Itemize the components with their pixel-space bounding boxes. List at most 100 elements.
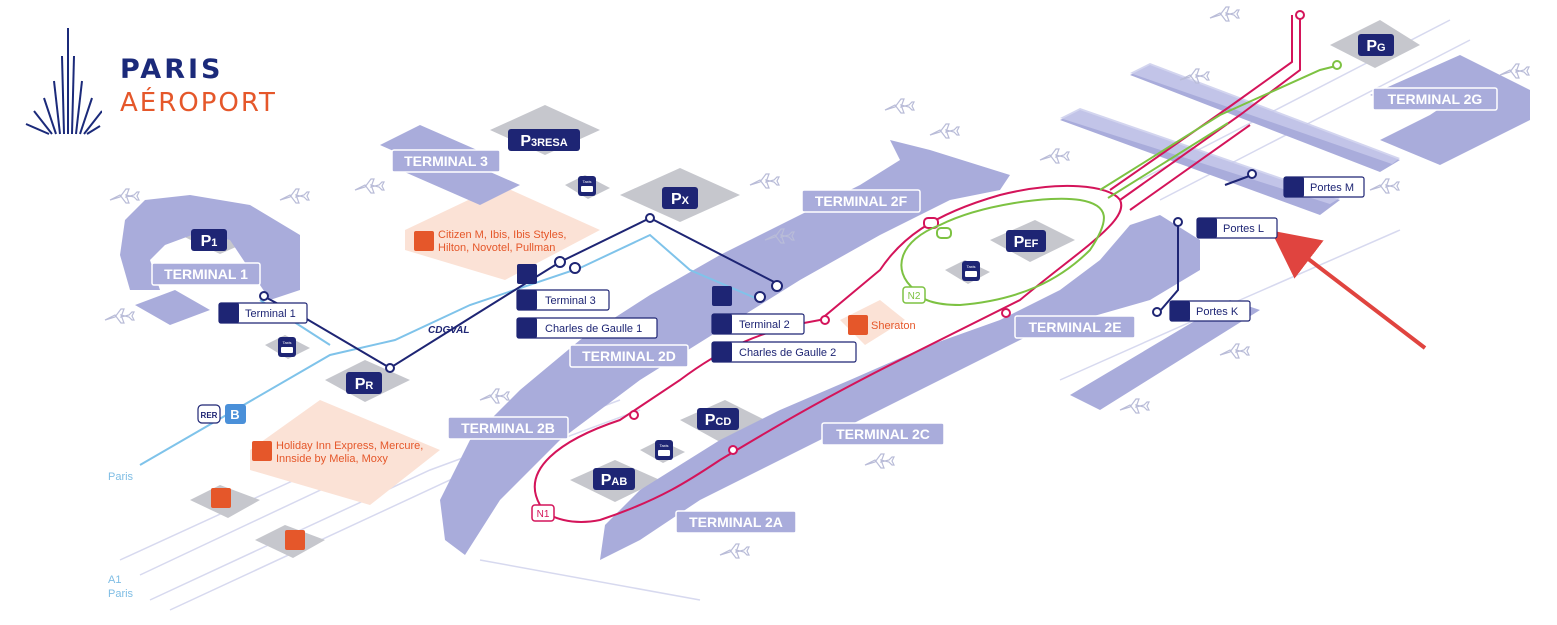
svg-text:PEF: PEF [1014, 234, 1039, 251]
svg-text:Taxis: Taxis [582, 179, 591, 184]
logo-paris-text: PARIS [120, 54, 224, 85]
terminal-label-1[interactable]: TERMINAL 1 [151, 262, 261, 286]
taxi-icons: Taxis Taxis Taxis Taxis [278, 176, 980, 460]
svg-text:PAB: PAB [601, 472, 628, 489]
svg-text:TERMINAL 2C: TERMINAL 2C [836, 426, 930, 442]
svg-text:TERMINAL 3: TERMINAL 3 [404, 153, 488, 169]
svg-text:Portes L: Portes L [1223, 223, 1264, 235]
hotels-t3-line1: Citizen M, Ibis, Ibis Styles, [438, 229, 566, 241]
station-charles-de-gaulle-1[interactable]: Charles de Gaulle 1 [516, 317, 658, 339]
bus-icon [712, 286, 732, 306]
svg-text:Charles de Gaulle 1: Charles de Gaulle 1 [545, 323, 642, 335]
n1-stops [629, 10, 1305, 455]
svg-text:Portes K: Portes K [1196, 306, 1239, 318]
terminal-labels: TERMINAL 1 TERMINAL 3 TERMINAL 2F TERMIN… [151, 87, 1498, 534]
n2-stops [936, 60, 1342, 239]
cdgval-label: CDGVAL [428, 325, 469, 336]
shuttle-stops [259, 169, 1257, 373]
station-terminal-2[interactable]: Terminal 2 [711, 313, 805, 335]
hotel-labels: Citizen M, Ibis, Ibis Styles, Hilton, No… [252, 229, 916, 465]
red-annotation-arrow [1270, 230, 1427, 350]
rer-badge[interactable]: RER B [197, 404, 246, 424]
parking-px[interactable]: PX [662, 187, 698, 209]
parking-pg[interactable]: PG [1358, 34, 1394, 56]
station-labels: Terminal 1 Terminal 3 Charles de Gaulle … [218, 176, 1365, 363]
svg-text:Terminal 2: Terminal 2 [739, 319, 790, 331]
svg-text:TERMINAL 2F: TERMINAL 2F [815, 193, 908, 209]
station-portes-k[interactable]: Portes K [1169, 300, 1251, 322]
svg-text:RER: RER [201, 411, 218, 420]
svg-text:P3RESA: P3RESA [520, 133, 567, 150]
destination-paris: Paris [108, 471, 134, 483]
hotel-icon [414, 231, 434, 251]
line-labels: CDGVAL N1 N2 RER B [197, 286, 926, 522]
svg-text:Charles de Gaulle 2: Charles de Gaulle 2 [739, 347, 836, 359]
terminal-label-2f[interactable]: TERMINAL 2F [801, 189, 921, 213]
terminal-label-2e[interactable]: TERMINAL 2E [1014, 315, 1136, 339]
logo-aeroport-text: AÉROPORT [120, 88, 277, 118]
svg-text:PX: PX [671, 191, 690, 208]
terminal-label-2a[interactable]: TERMINAL 2A [675, 510, 797, 534]
fuel-pump-icon [211, 488, 231, 508]
fuel-pump-icon [285, 530, 305, 550]
parking-p3resa[interactable]: P3RESA [508, 129, 580, 151]
svg-text:P1: P1 [201, 233, 218, 250]
n1-badge: N1 [531, 504, 555, 522]
destination-labels: Paris A1 Paris [108, 471, 134, 600]
svg-text:Terminal 1: Terminal 1 [245, 308, 296, 320]
station-portes-m[interactable]: Portes M [1283, 176, 1365, 198]
destination-a1-paris: Paris [108, 588, 134, 600]
terminal-label-2c[interactable]: TERMINAL 2C [821, 422, 945, 446]
station-charles-de-gaulle-2[interactable]: Charles de Gaulle 2 [711, 341, 857, 363]
hotel-sheraton: Sheraton [871, 320, 916, 332]
hotels-pr-line2: Innside by Melia, Moxy [276, 453, 388, 465]
taxi-icon: Taxis [278, 337, 296, 357]
taxi-icon: Taxis [962, 261, 980, 281]
svg-text:B: B [230, 407, 239, 422]
svg-text:PR: PR [355, 376, 374, 393]
svg-text:Terminal 3: Terminal 3 [545, 295, 596, 307]
svg-text:PG: PG [1366, 38, 1385, 55]
paris-aeroport-logo: PARIS AÉROPORT [22, 26, 322, 146]
svg-text:Taxis: Taxis [659, 443, 668, 448]
taxi-icon: Taxis [655, 440, 673, 460]
svg-text:N2: N2 [908, 291, 921, 302]
fuel-icons [211, 488, 305, 550]
n2-badge: N2 [902, 286, 926, 304]
svg-text:Portes M: Portes M [1310, 182, 1354, 194]
parking-labels: P1 P3RESA PX PG PEF PR PCD PAB [191, 34, 1394, 490]
hotel-icon [252, 441, 272, 461]
hotel-icon [848, 315, 868, 335]
svg-text:TERMINAL 2D: TERMINAL 2D [582, 348, 676, 364]
terminal-label-3[interactable]: TERMINAL 3 [391, 149, 501, 173]
parking-pab[interactable]: PAB [593, 468, 635, 490]
destination-a1: A1 [108, 574, 121, 586]
bus-icons [517, 264, 732, 306]
station-portes-l[interactable]: Portes L [1196, 217, 1278, 239]
terminal-label-2b[interactable]: TERMINAL 2B [447, 416, 569, 440]
svg-text:TERMINAL 2A: TERMINAL 2A [689, 514, 783, 530]
parking-pcd[interactable]: PCD [697, 408, 739, 430]
parking-pr[interactable]: PR [346, 372, 382, 394]
terminal-building-tops [1060, 63, 1400, 204]
terminal-label-2d[interactable]: TERMINAL 2D [569, 344, 689, 368]
svg-text:TERMINAL 2G: TERMINAL 2G [1388, 91, 1483, 107]
svg-text:PCD: PCD [705, 412, 732, 429]
hotels-pr-line1: Holiday Inn Express, Mercure, [276, 440, 423, 452]
parking-p1[interactable]: P1 [191, 229, 227, 251]
svg-text:Taxis: Taxis [282, 340, 291, 345]
svg-text:Taxis: Taxis [966, 264, 975, 269]
n2-line [900, 64, 1341, 307]
taxi-icon: Taxis [578, 176, 596, 196]
station-terminal-1[interactable]: Terminal 1 [218, 302, 308, 324]
parking-pef[interactable]: PEF [1006, 230, 1046, 252]
eiffel-fan-icon [25, 28, 102, 135]
station-terminal-3[interactable]: Terminal 3 [516, 289, 610, 311]
svg-text:TERMINAL 2B: TERMINAL 2B [461, 420, 555, 436]
terminal-label-2g[interactable]: TERMINAL 2G [1372, 87, 1498, 111]
hotels-t3-line2: Hilton, Novotel, Pullman [438, 242, 555, 254]
bus-icon [517, 264, 537, 284]
svg-text:TERMINAL 2E: TERMINAL 2E [1028, 319, 1121, 335]
svg-text:N1: N1 [537, 509, 550, 520]
